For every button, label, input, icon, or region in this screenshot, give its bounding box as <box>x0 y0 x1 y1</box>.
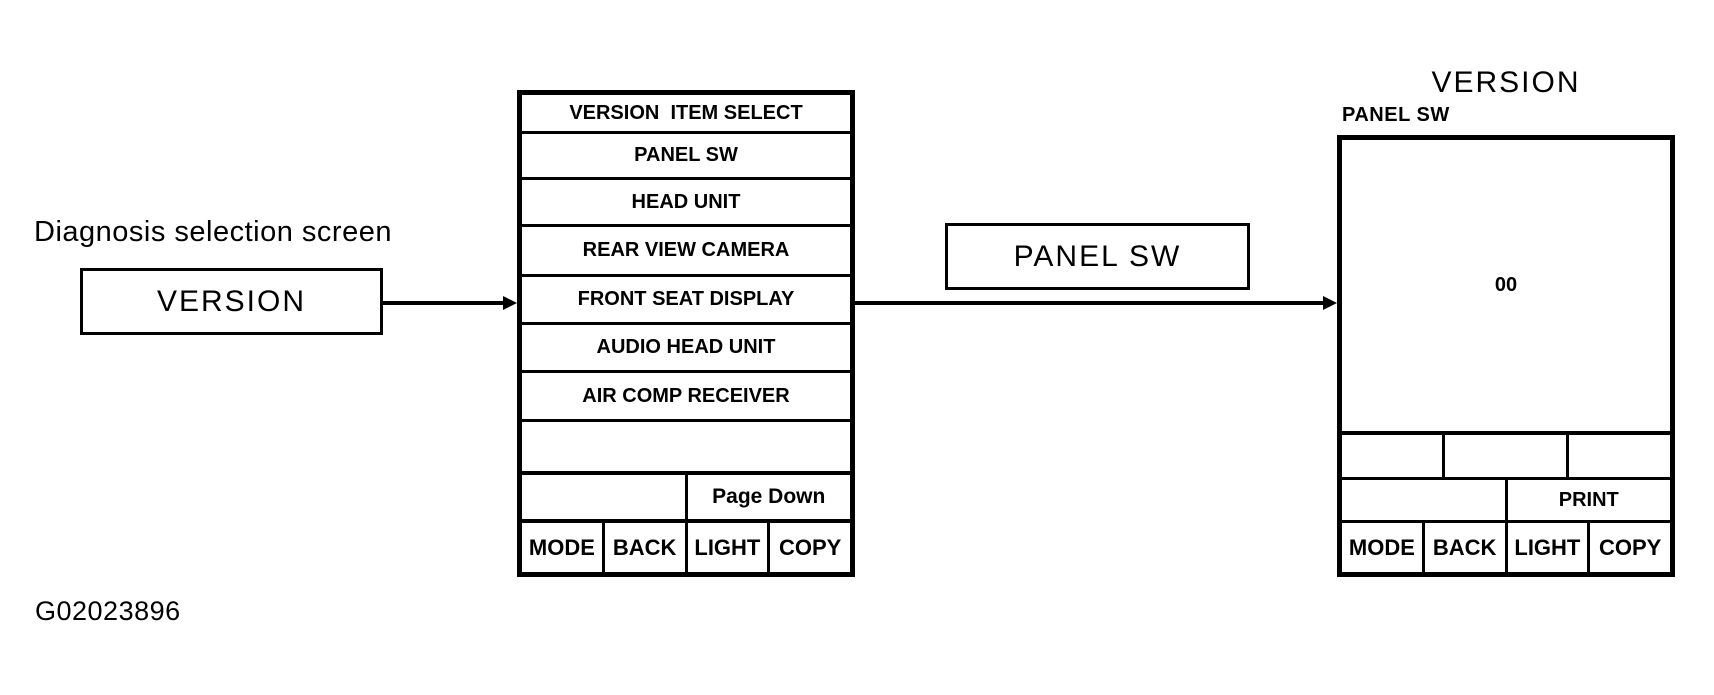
caption: Diagnosis selection screen <box>34 216 392 248</box>
version-item-select-screen: VERSION ITEM SELECT PANEL SW HEAD UNIT R… <box>517 90 855 577</box>
menu-item-rear-view-camera[interactable]: REAR VIEW CAMERA <box>522 227 850 277</box>
menu-screen-header: VERSION ITEM SELECT <box>522 95 850 134</box>
menu-item-front-seat-display[interactable]: FRONT SEAT DISPLAY <box>522 277 850 325</box>
light-key[interactable]: LIGHT <box>1508 523 1591 572</box>
figure-id: G02023896 <box>35 596 181 626</box>
panel-sw-transition-key[interactable]: PANEL SW <box>945 223 1250 290</box>
result-blank-keys-row <box>1342 435 1670 480</box>
menu-function-keys-row: MODE BACK LIGHT COPY <box>522 523 850 572</box>
blank-key-3 <box>1569 435 1670 477</box>
blank-key-1 <box>1342 435 1446 477</box>
version-value: 00 <box>1494 274 1518 296</box>
mode-key[interactable]: MODE <box>1342 523 1425 572</box>
menu-item-air-comp-receiver[interactable]: AIR COMP RECEIVER <box>522 373 850 422</box>
menu-item-head-unit[interactable]: HEAD UNIT <box>522 180 850 227</box>
back-key[interactable]: BACK <box>1425 523 1508 572</box>
print-left-cell <box>1342 480 1508 520</box>
print-key[interactable]: PRINT <box>1558 488 1619 511</box>
panel-sw-version-screen: 00 PRINT MODE BACK LIGHT COPY <box>1337 135 1675 577</box>
version-menu-key[interactable]: VERSION <box>80 268 383 335</box>
menu-item-panel-sw[interactable]: PANEL SW <box>522 134 850 180</box>
result-function-keys-row: MODE BACK LIGHT COPY <box>1342 523 1670 572</box>
flow-arrow-1-line <box>383 301 506 305</box>
result-print-row: PRINT <box>1342 480 1670 523</box>
blank-key-2 <box>1445 435 1569 477</box>
result-screen-subtitle: PANEL SW <box>1342 104 1450 126</box>
version-menu-key-label: VERSION <box>156 284 307 318</box>
light-key[interactable]: LIGHT <box>688 523 771 572</box>
flow-arrow-2-head <box>1323 296 1337 310</box>
version-value-display: 00 <box>1342 140 1670 435</box>
mode-key[interactable]: MODE <box>522 523 605 572</box>
page-down-key[interactable]: Page Down <box>712 485 826 508</box>
flow-arrow-2-line <box>855 301 1326 305</box>
back-key[interactable]: BACK <box>605 523 688 572</box>
flow-arrow-1-head <box>503 296 517 310</box>
menu-item-audio-head-unit[interactable]: AUDIO HEAD UNIT <box>522 325 850 373</box>
menu-pager-row: Page Down <box>522 475 850 523</box>
pager-left-cell <box>522 475 688 519</box>
copy-key[interactable]: COPY <box>778 534 842 560</box>
panel-sw-transition-label: PANEL SW <box>1013 239 1182 273</box>
menu-empty-row <box>522 422 850 475</box>
copy-key[interactable]: COPY <box>1598 534 1662 560</box>
result-screen-title: VERSION <box>1431 66 1581 99</box>
